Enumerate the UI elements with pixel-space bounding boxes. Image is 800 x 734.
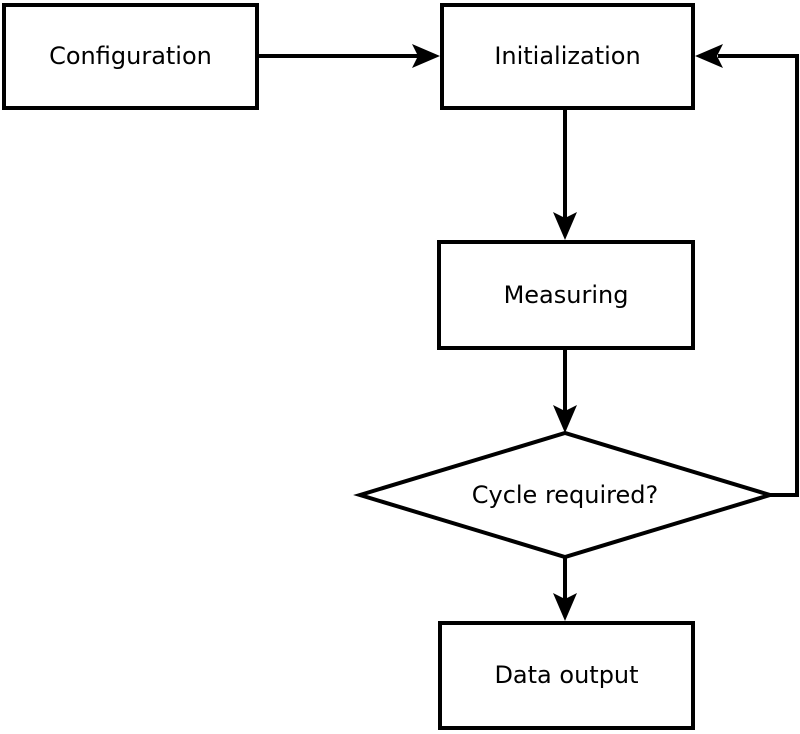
node-initialization: Initialization <box>440 3 695 110</box>
decision-diamond-shape <box>353 430 777 560</box>
arrowhead-into-data-output-top <box>553 593 577 621</box>
node-configuration: Configuration <box>2 3 259 110</box>
node-cycle-required-label: Cycle required? <box>471 480 659 509</box>
arrowhead-into-initialization-left <box>412 44 440 68</box>
node-measuring: Measuring <box>437 240 695 350</box>
node-cycle-required: Cycle required? <box>360 433 770 557</box>
node-measuring-label: Measuring <box>503 280 629 309</box>
arrowhead-into-initialization-right <box>695 44 723 68</box>
edge-decision-feedback-to-initialization <box>718 54 799 497</box>
arrowhead-into-decision-top <box>553 405 577 433</box>
node-initialization-label: Initialization <box>494 42 641 71</box>
node-data-output: Data output <box>438 621 695 730</box>
node-data-output-label: Data output <box>494 661 639 690</box>
node-configuration-label: Configuration <box>49 42 212 71</box>
arrowhead-into-measuring-top <box>553 212 577 240</box>
